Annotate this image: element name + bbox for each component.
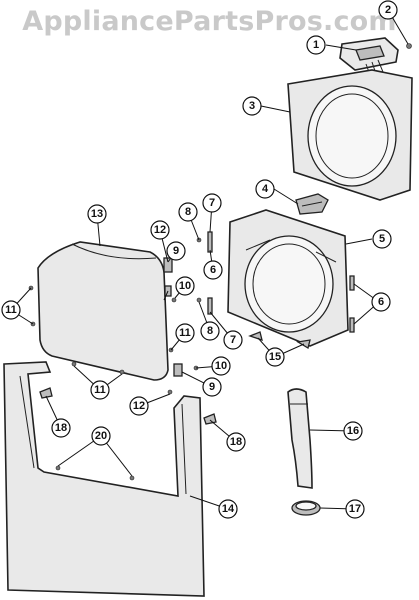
callout-11-left: 11 [1,300,21,320]
callout-6-left: 6 [203,260,223,280]
svg-text:8: 8 [185,206,191,218]
callout-4: 4 [255,179,275,199]
svg-text:14: 14 [222,503,235,515]
svg-text:4: 4 [262,183,269,195]
svg-text:11: 11 [179,327,191,339]
svg-text:17: 17 [349,503,361,515]
part-ring [291,500,321,516]
clips-15 [248,331,311,350]
svg-text:3: 3 [249,100,255,112]
callout-6-right: 6 [371,292,391,312]
part-rear-bulkhead [227,209,349,347]
svg-text:6: 6 [378,296,384,308]
svg-text:18: 18 [230,436,242,448]
callout-20: 20 [91,426,111,446]
svg-text:13: 13 [91,208,103,220]
callout-13: 13 [87,204,107,224]
svg-text:5: 5 [379,233,385,245]
callout-2: 2 [378,0,398,20]
svg-text:1: 1 [313,39,319,51]
svg-text:9: 9 [209,381,215,393]
callout-8-bottom: 8 [200,321,220,341]
svg-text:15: 15 [269,351,281,363]
bracket-9a [163,257,173,273]
svg-text:16: 16 [347,425,359,437]
svg-text:12: 12 [133,400,145,412]
callout-14: 14 [218,499,238,519]
svg-text:6: 6 [210,264,216,276]
callout-18-left: 18 [51,418,71,438]
callout-11-bottom: 11 [90,380,110,400]
part-bracket [295,193,329,215]
callout-7-bottom: 7 [223,330,243,350]
screw-20a [55,465,61,471]
svg-text:2: 2 [385,4,391,16]
svg-text:11: 11 [94,384,106,396]
callout-18-right: 18 [226,432,246,452]
callout-3: 3 [242,96,262,116]
callout-8-top: 8 [178,202,198,222]
clip-18a [39,387,53,399]
callout-5: 5 [372,229,392,249]
pins-6b [349,275,355,333]
callout-10-bottom: 10 [211,356,231,376]
svg-text:12: 12 [154,224,166,236]
callout-12-bottom: 12 [129,396,149,416]
callout-12-top: 12 [150,220,170,240]
svg-text:10: 10 [179,280,191,292]
part-front-panel [3,361,205,597]
screw-11c [71,361,77,367]
svg-text:9: 9 [173,245,179,257]
screw-20b [129,475,135,481]
svg-text:18: 18 [55,422,67,434]
svg-text:7: 7 [230,334,236,346]
callout-1: 1 [306,35,326,55]
callout-17: 17 [345,499,365,519]
callout-15: 15 [265,347,285,367]
part-switch-assembly [339,37,399,76]
part-screw-2 [406,43,412,49]
svg-text:8: 8 [207,325,213,337]
part-duct [287,388,313,489]
callout-9-bottom: 9 [202,377,222,397]
callout-10-top: 10 [175,276,195,296]
screw-10a [171,297,177,303]
clip-18b [203,413,217,425]
screw-8b [196,297,202,303]
part-control-panel [37,241,169,381]
callout-11-right: 11 [175,323,195,343]
callout-16: 16 [343,421,363,441]
part-front-bulkhead [287,69,413,201]
callout-9-top: 9 [166,241,186,261]
bracket-9b [173,363,183,377]
svg-text:20: 20 [95,430,107,442]
watermark: AppliancePartsPros.com [22,6,397,37]
svg-text:10: 10 [215,360,227,372]
callout-7-top: 7 [202,193,222,213]
svg-text:11: 11 [5,304,17,316]
svg-text:7: 7 [209,197,215,209]
screw-12b [167,389,173,395]
screw-11d [119,369,125,375]
